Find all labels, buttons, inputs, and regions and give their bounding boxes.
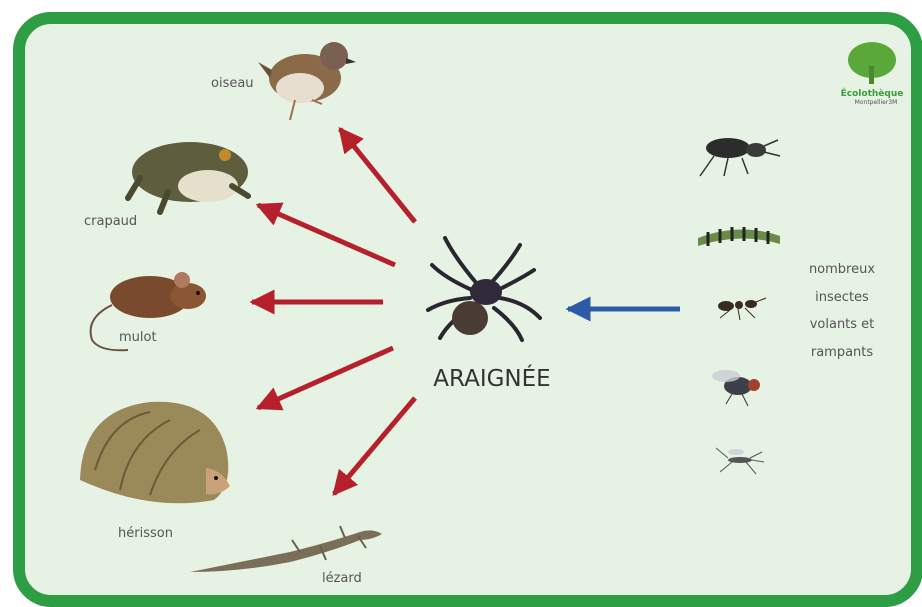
predator-label-oiseau: oiseau: [211, 76, 254, 91]
logo-subtitle: Montpellier3M: [855, 99, 898, 106]
prey-label-line-3: volants et: [810, 317, 875, 332]
lizard-icon: [190, 526, 382, 572]
ant-icon: [718, 298, 766, 320]
tree-icon: [848, 42, 896, 84]
arrow-to-herisson: [258, 348, 393, 408]
prey-label-line-4: rampants: [811, 345, 874, 360]
predator-label-herisson: hérisson: [118, 526, 173, 541]
predator-label-mulot: mulot: [119, 330, 157, 345]
hedgehog-icon: [80, 402, 230, 504]
predator-label-lezard: lézard: [322, 571, 362, 586]
toad-icon: [128, 142, 248, 212]
mosquito-icon: [716, 448, 764, 474]
center-label: ARAIGNÉE: [433, 364, 550, 392]
bird-icon: [258, 42, 356, 120]
arrow-to-crapaud: [258, 205, 395, 265]
ecolotheque-logo: Écolothèque Montpellier3M: [841, 42, 904, 106]
prey-label-line-1: nombreux: [809, 262, 875, 277]
logo-title: Écolothèque: [841, 87, 904, 99]
fly-icon: [712, 370, 760, 406]
arrow-to-lezard: [334, 398, 415, 494]
arrow-to-oiseau: [340, 129, 415, 222]
spider-icon: [428, 238, 540, 340]
prey-label-line-2: insectes: [815, 290, 869, 305]
beetle-icon: [700, 138, 780, 176]
predator-label-crapaud: crapaud: [84, 214, 137, 229]
caterpillar-icon: [698, 227, 780, 246]
